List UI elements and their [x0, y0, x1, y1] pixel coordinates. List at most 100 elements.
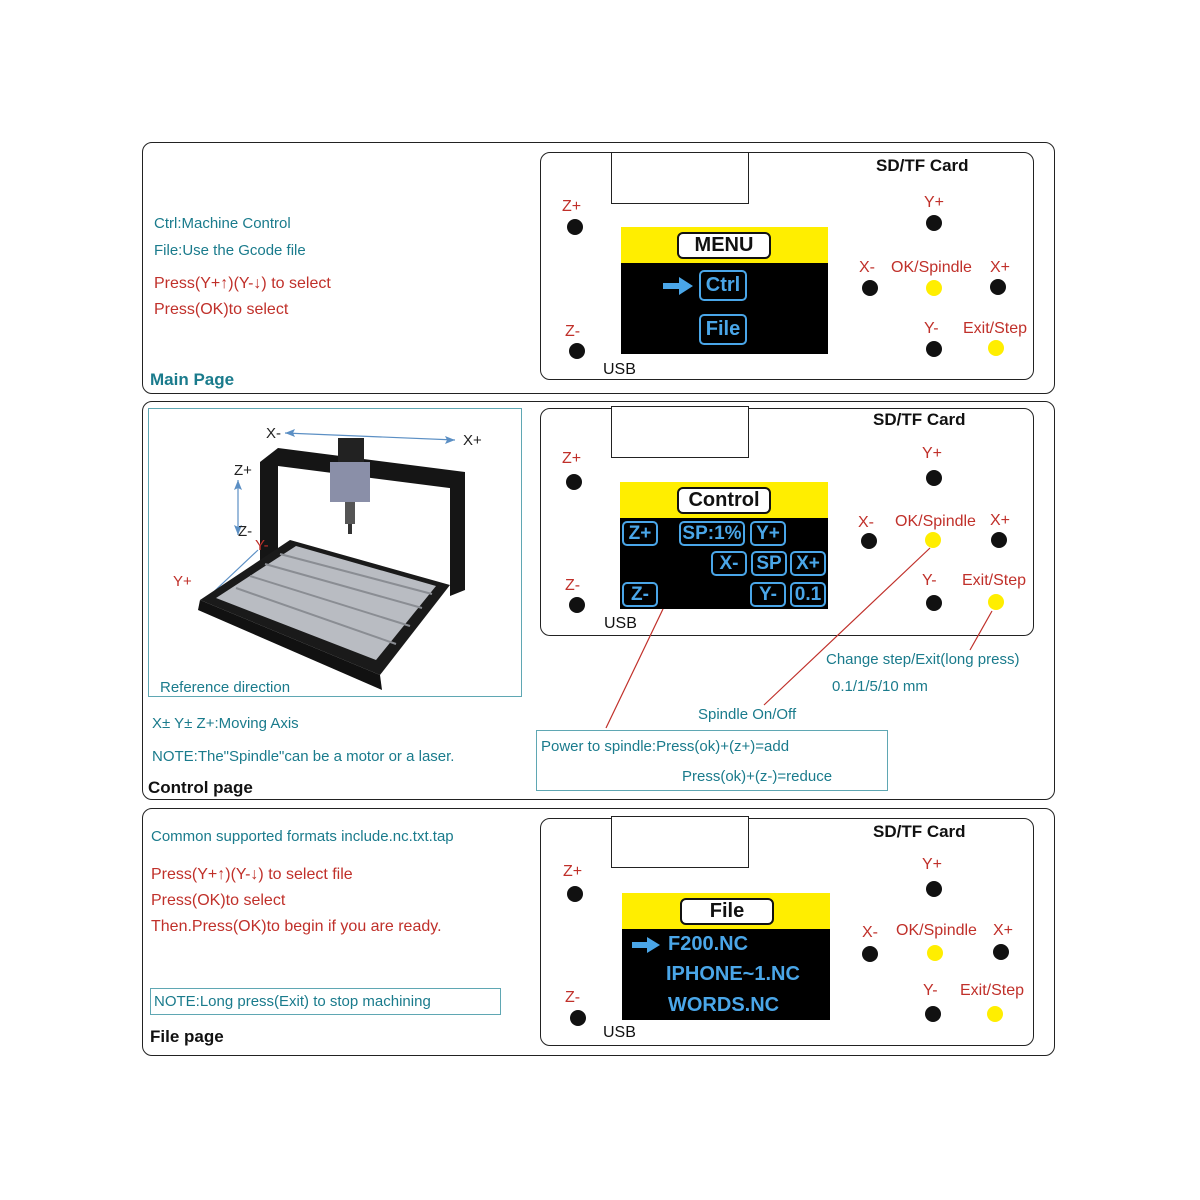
exit-step-key[interactable] [988, 340, 1004, 356]
screen-step-value[interactable]: 0.1 [790, 582, 826, 607]
axis-y-plus: Y+ [173, 573, 192, 590]
x-minus-label: X- [858, 514, 874, 531]
menu-title: MENU [677, 232, 771, 259]
x-minus-key[interactable] [862, 280, 878, 296]
z-minus-key[interactable] [569, 597, 585, 613]
y-minus-key[interactable] [925, 1006, 941, 1022]
control-title: Control [677, 487, 771, 514]
step-sizes-callout: 0.1/1/5/10 mm [832, 678, 928, 695]
y-plus-label: Y+ [922, 445, 943, 462]
sd-card-slot [611, 152, 749, 204]
press-ok-begin: Then.Press(OK)to begin if you are ready. [151, 918, 442, 935]
control-page-title: Control page [148, 778, 253, 797]
file-item-3[interactable]: WORDS.NC [668, 994, 780, 1016]
screen-x-plus[interactable]: X+ [790, 551, 826, 576]
power-to-spindle-box [536, 730, 888, 791]
usb-label: USB [604, 615, 637, 632]
main-page-panel [142, 142, 1055, 394]
file-description: File:Use the Gcode file [154, 242, 306, 259]
press-ok-select-file: Press(OK)to select [151, 892, 286, 909]
power-add-text: Power to spindle:Press(ok)+(z+)=add [541, 738, 790, 755]
x-plus-label: X+ [993, 922, 1014, 939]
ok-spindle-label: OK/Spindle [895, 513, 976, 530]
x-minus-label: X- [862, 924, 878, 941]
z-minus-label: Z- [565, 989, 581, 1006]
x-plus-key[interactable] [991, 532, 1007, 548]
long-press-note: NOTE:Long press(Exit) to stop machining [154, 993, 431, 1010]
file-item-2[interactable]: IPHONE~1.NC [666, 963, 800, 985]
ok-spindle-key[interactable] [926, 280, 942, 296]
ok-spindle-label: OK/Spindle [891, 259, 972, 276]
x-minus-label: X- [859, 259, 875, 276]
z-plus-key[interactable] [567, 219, 583, 235]
screen-sp-percent: SP:1% [679, 521, 745, 546]
press-y-select: Press(Y+↑)(Y-↓) to select [154, 275, 331, 292]
screen-x-minus[interactable]: X- [711, 551, 747, 576]
usb-label: USB [603, 1024, 636, 1041]
file-page-title: File page [150, 1027, 224, 1046]
exit-step-key[interactable] [987, 1006, 1003, 1022]
y-minus-key[interactable] [926, 341, 942, 357]
ok-spindle-key[interactable] [927, 945, 943, 961]
axis-z-minus: Z- [238, 523, 253, 540]
x-plus-key[interactable] [990, 279, 1006, 295]
file-title: File [680, 898, 774, 925]
exit-step-key[interactable] [988, 594, 1004, 610]
change-step-callout: Change step/Exit(long press) [826, 651, 1020, 668]
ok-spindle-key[interactable] [925, 532, 941, 548]
screen-y-plus[interactable]: Y+ [750, 521, 786, 546]
sd-card-slot [611, 406, 749, 458]
z-minus-label: Z- [565, 323, 581, 340]
reference-direction-label: Reference direction [160, 679, 291, 696]
right-arrow-icon [663, 277, 693, 295]
sd-card-label: SD/TF Card [873, 822, 966, 841]
z-minus-key[interactable] [570, 1010, 586, 1026]
y-plus-label: Y+ [922, 856, 943, 873]
y-minus-key[interactable] [926, 595, 942, 611]
axis-x-plus: X+ [463, 432, 482, 449]
y-minus-label: Y- [922, 572, 937, 589]
axis-z-plus: Z+ [234, 462, 252, 479]
x-plus-key[interactable] [993, 944, 1009, 960]
lcd-screen-menu: MENU Ctrl File [621, 227, 828, 354]
moving-axis-note: X± Y± Z+:Moving Axis [152, 715, 299, 732]
press-ok-select: Press(OK)to select [154, 301, 289, 318]
y-plus-key[interactable] [926, 215, 942, 231]
sd-card-label: SD/TF Card [876, 156, 969, 175]
z-plus-label: Z+ [562, 450, 582, 467]
main-page-title: Main Page [150, 370, 235, 389]
long-press-note-box [150, 988, 501, 1015]
z-minus-key[interactable] [569, 343, 585, 359]
file-page-panel [142, 808, 1055, 1056]
x-minus-key[interactable] [861, 533, 877, 549]
ctrl-description: Ctrl:Machine Control [154, 215, 291, 232]
sd-card-slot [611, 816, 749, 868]
lcd-screen-control: Control Z+ SP:1% Y+ X- SP X+ Z- Y- 0.1 [620, 482, 828, 609]
menu-item-ctrl[interactable]: Ctrl [699, 270, 747, 301]
spindle-note: NOTE:The"Spindle"can be a motor or a las… [152, 748, 455, 765]
x-plus-label: X+ [990, 259, 1011, 276]
screen-y-minus[interactable]: Y- [750, 582, 786, 607]
z-plus-key[interactable] [567, 886, 583, 902]
control-page-panel [142, 401, 1055, 800]
menu-item-file[interactable]: File [699, 314, 747, 345]
y-minus-label: Y- [924, 320, 939, 337]
x-plus-label: X+ [990, 512, 1011, 529]
z-plus-key[interactable] [566, 474, 582, 490]
right-arrow-icon [632, 937, 660, 953]
z-plus-label: Z+ [563, 863, 583, 880]
y-plus-label: Y+ [924, 194, 945, 211]
exit-step-label: Exit/Step [963, 320, 1028, 337]
y-plus-key[interactable] [926, 470, 942, 486]
screen-spindle[interactable]: SP [751, 551, 787, 576]
axis-x-minus: X- [266, 425, 281, 442]
y-plus-key[interactable] [926, 881, 942, 897]
screen-z-minus[interactable]: Z- [622, 582, 658, 607]
screen-z-plus[interactable]: Z+ [622, 521, 658, 546]
usb-label: USB [603, 361, 636, 378]
power-reduce-text: Press(ok)+(z-)=reduce [682, 768, 833, 785]
x-minus-key[interactable] [862, 946, 878, 962]
exit-step-label: Exit/Step [960, 982, 1025, 999]
file-item-1[interactable]: F200.NC [668, 933, 749, 955]
